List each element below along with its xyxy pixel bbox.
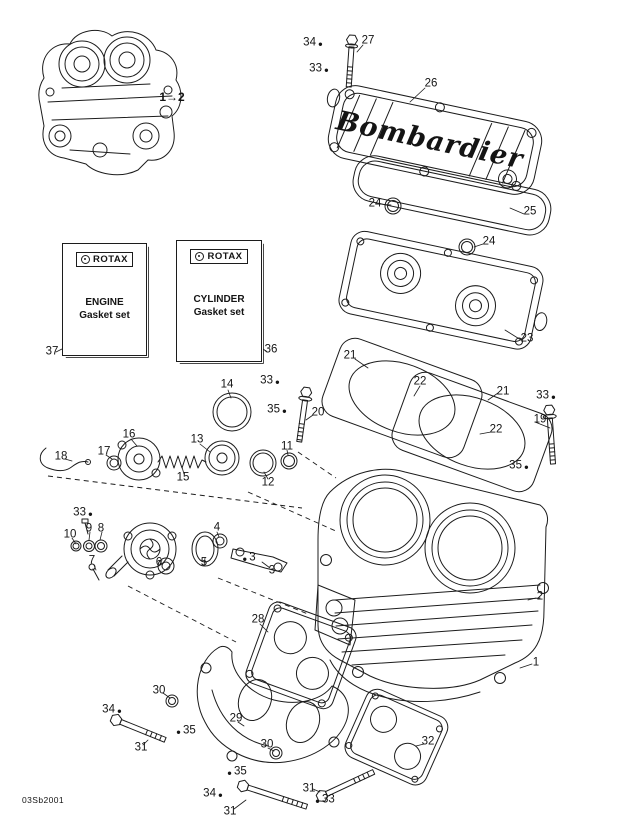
rotax-logo-icon bbox=[195, 252, 205, 261]
engine-gasket-set-title: ENGINE Gasket set bbox=[63, 296, 146, 322]
callout-30: 30 bbox=[260, 738, 274, 751]
o-ring-24-left bbox=[384, 197, 402, 215]
bolt-20 bbox=[296, 386, 313, 443]
cylinder-gasket-21-22-right bbox=[391, 371, 553, 493]
callout-24: 24 bbox=[368, 197, 382, 210]
callout-31: 31 bbox=[134, 741, 148, 754]
callout-35: ●35 bbox=[227, 765, 247, 778]
callout-23: 23 bbox=[520, 332, 534, 345]
rotax-brand-text: ROTAX bbox=[207, 251, 243, 262]
callout-29: 29 bbox=[229, 712, 243, 725]
callout-1: 1 bbox=[532, 656, 540, 669]
exhaust-flange-28 bbox=[245, 601, 357, 710]
thumbnail-ref-label: 1→2 bbox=[159, 90, 185, 104]
cylinder-head-23 bbox=[338, 230, 548, 350]
assembly-axis-lines bbox=[47, 451, 339, 643]
callout-25: 25 bbox=[523, 205, 537, 218]
cylinder-gasket-set-box: ROTAX CYLINDER Gasket set bbox=[176, 240, 262, 362]
callout-18: 18 bbox=[54, 450, 68, 463]
callout-15: 15 bbox=[176, 471, 190, 484]
callout-28: 28 bbox=[251, 613, 265, 626]
callout-8: 8 bbox=[97, 522, 105, 535]
callout-17: 17 bbox=[97, 445, 111, 458]
cylinder-gasket-set-title: CYLINDER Gasket set bbox=[177, 293, 261, 319]
callout-10: 10 bbox=[63, 528, 77, 541]
gasket-set-title-line2: Gasket set bbox=[193, 307, 245, 318]
callout-34: 34● bbox=[303, 36, 323, 49]
callout-33: 33● bbox=[73, 506, 93, 519]
callout-37: 37 bbox=[45, 345, 59, 358]
manifold-bolt-31-center bbox=[236, 779, 308, 810]
callout-14: 14 bbox=[220, 378, 234, 391]
manifold-bolt-31-right bbox=[315, 769, 376, 802]
callout-leader-lines bbox=[55, 44, 551, 810]
head-cover-gasket-25 bbox=[352, 155, 552, 236]
callout-11: 11 bbox=[281, 440, 293, 453]
thermostat-parts bbox=[39, 392, 298, 481]
callout-35: 35● bbox=[267, 403, 287, 416]
callout-35: 35● bbox=[509, 459, 529, 472]
bolt-27 bbox=[345, 34, 359, 88]
bolt-19 bbox=[542, 404, 557, 465]
callout-21: 21 bbox=[496, 385, 510, 398]
callout-26: 26 bbox=[424, 77, 438, 90]
callout-31: 31 bbox=[302, 782, 316, 795]
exhaust-gasket-32 bbox=[344, 688, 449, 786]
callout-33: 33● bbox=[536, 389, 556, 402]
rotax-logo-icon bbox=[80, 255, 90, 264]
callout-9: 9 bbox=[85, 522, 93, 535]
washer-30-center bbox=[269, 746, 283, 760]
callout-2: 2 bbox=[536, 590, 544, 603]
exhaust-manifold-29 bbox=[196, 645, 349, 764]
callout-6: 6 bbox=[155, 556, 163, 569]
callout-21: 21 bbox=[343, 349, 357, 362]
callout-3: 3 bbox=[268, 564, 276, 577]
rotax-brand-text: ROTAX bbox=[92, 254, 129, 265]
callout-33: 33● bbox=[309, 62, 329, 75]
washer-30-left bbox=[165, 694, 179, 708]
water-pump-parts bbox=[70, 518, 288, 581]
rotax-brand-plate: ROTAX bbox=[75, 252, 134, 267]
cylinder-gasket-21-22-left bbox=[321, 337, 483, 459]
callout-35: ●35 bbox=[176, 724, 196, 737]
callout-20: 20 bbox=[311, 406, 325, 419]
callout-34: 34● bbox=[203, 787, 223, 800]
callout-22: 22 bbox=[413, 375, 427, 388]
valve-cover-26: Bombardier bbox=[326, 85, 543, 195]
callout-22: 22 bbox=[489, 423, 503, 436]
callout-24: 24 bbox=[482, 235, 496, 248]
document-code: 03Sb2001 bbox=[22, 795, 64, 805]
callout-31: 31 bbox=[223, 805, 237, 818]
callout-36: 36 bbox=[264, 343, 278, 356]
manifold-bolt-31-left bbox=[109, 713, 167, 743]
engine-gasket-set-box: ROTAX ENGINE Gasket set bbox=[62, 243, 147, 356]
callout-16: 16 bbox=[122, 428, 136, 441]
callout-34: 34● bbox=[102, 703, 122, 716]
cylinder-block-1-2 bbox=[314, 468, 549, 702]
callout-12: 12 bbox=[261, 476, 275, 489]
rotax-brand-plate: ROTAX bbox=[190, 249, 248, 264]
callout-7: 7 bbox=[88, 554, 96, 567]
callout-33: ●33 bbox=[315, 793, 335, 806]
callout-33: 33● bbox=[260, 374, 280, 387]
engine-assembly-thumbnail bbox=[38, 29, 182, 176]
gasket-set-title-line2: Gasket set bbox=[79, 310, 130, 321]
callout-27: 27 bbox=[361, 34, 375, 47]
gasket-set-title-line1: CYLINDER bbox=[193, 294, 245, 305]
callout-13: 13 bbox=[190, 433, 204, 446]
callout-3: ●3 bbox=[242, 551, 256, 564]
callout-5: 5 bbox=[200, 556, 208, 569]
callout-30: 30 bbox=[152, 684, 166, 697]
gasket-set-title-line1: ENGINE bbox=[85, 297, 124, 308]
callout-32: 32 bbox=[421, 735, 435, 748]
callout-19: 19 bbox=[533, 413, 547, 426]
callout-4: 4 bbox=[213, 521, 221, 534]
